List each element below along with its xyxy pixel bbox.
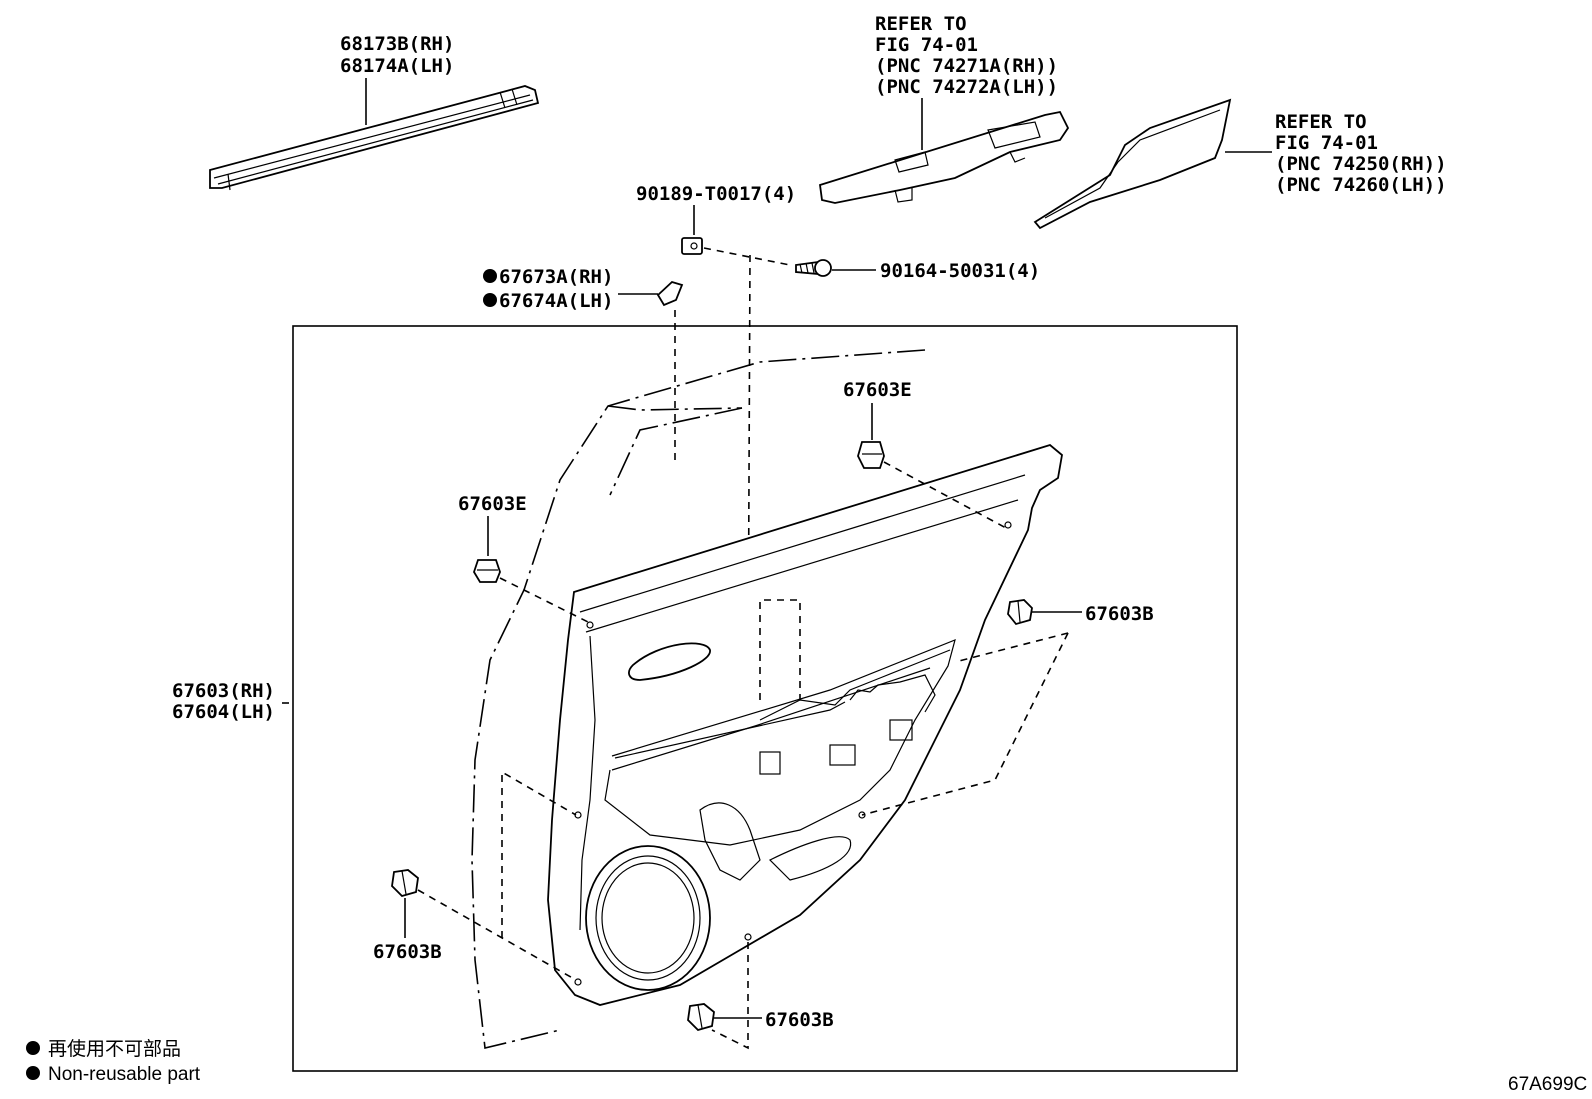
nut-part: [681, 237, 703, 255]
door-glass-phantom: [609, 407, 743, 496]
clip-b-right: [1007, 599, 1033, 626]
clip-b-bottom: [687, 1003, 715, 1032]
switch-ref-line3: (PNC 74271A(RH)): [875, 55, 1058, 77]
weatherstrip-lh-label: 68174A(LH): [340, 55, 454, 77]
armrest-ref-line4: (PNC 74260(LH)): [1275, 174, 1447, 196]
clip-b-right-label: 67603B: [1085, 603, 1154, 625]
bracket-lh-non-reusable-dot: [483, 293, 497, 307]
door-outline-phantom: [471, 349, 926, 1049]
clip-e-top-label: 67603E: [843, 379, 912, 401]
switch-box-dashed: [759, 599, 801, 700]
screw-part: [795, 259, 832, 277]
clip-e-top: [857, 441, 885, 469]
clip-b-bottom-dashed: [711, 942, 749, 1050]
legend-en-text: Non-reusable part: [48, 1064, 201, 1085]
legend-jp-text: 再使用不可部品: [48, 1038, 181, 1060]
clip-e-left-label: 67603E: [458, 493, 527, 515]
clip-b-left-dashed-2: [501, 770, 577, 938]
assembly-frame: [292, 325, 1238, 1072]
clip-b-left-label: 67603B: [373, 941, 442, 963]
panel-rh-label: 67603(RH): [172, 680, 275, 702]
clip-b-right-dashed-2: [861, 632, 1069, 816]
armrest-ref-line2: FIG 74-01: [1275, 132, 1378, 154]
weatherstrip-part: [209, 85, 540, 191]
armrest-ref-line1: REFER TO: [1275, 111, 1367, 133]
door-trim-panel: [547, 443, 1063, 1006]
bracket-rh-non-reusable-dot: [483, 269, 497, 283]
clip-e-left-dashed: [499, 577, 589, 623]
window-switch-part: [819, 110, 1070, 204]
clip-b-left: [391, 869, 419, 898]
bracket-lh-label: 67674A(LH): [499, 290, 613, 312]
door-window-phantom: [607, 405, 743, 411]
bracket-part: [656, 280, 684, 307]
clip-b-right-dashed-1: [954, 632, 1069, 663]
legend-dot-jp: [26, 1041, 40, 1055]
screw-label: 90164-50031(4): [880, 260, 1040, 282]
nut-label: 90189-T0017(4): [636, 183, 796, 205]
armrest-ref-line3: (PNC 74250(RH)): [1275, 153, 1447, 175]
clip-e-top-dashed: [883, 461, 1007, 529]
armrest-cover-part: [1033, 98, 1232, 230]
switch-ref-line2: FIG 74-01: [875, 34, 978, 56]
clip-e-left: [473, 559, 501, 583]
panel-lh-label: 67604(LH): [172, 701, 275, 723]
bracket-rh-label: 67673A(RH): [499, 266, 613, 288]
weatherstrip-rh-label: 68173B(RH): [340, 33, 454, 55]
nut-dashed-line: [703, 247, 791, 266]
figure-code: 67A699C: [1508, 1074, 1587, 1095]
clip-b-bottom-label: 67603B: [765, 1009, 834, 1031]
switch-ref-line1: REFER TO: [875, 13, 967, 35]
clip-b-left-dashed-1: [417, 889, 577, 981]
switch-ref-line4: (PNC 74272A(LH)): [875, 76, 1058, 98]
legend-dot-en: [26, 1066, 40, 1080]
